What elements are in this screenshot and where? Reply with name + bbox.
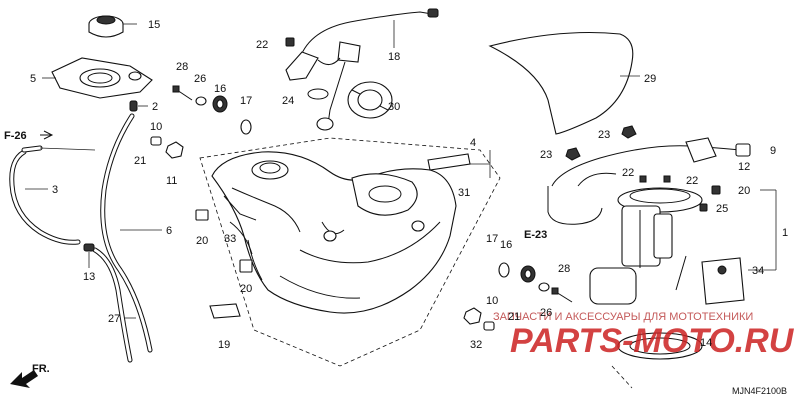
clip-part [129, 100, 148, 112]
callout-26a: 26 [194, 73, 206, 85]
drain-hose-27 [83, 243, 133, 363]
clip-20a-part [195, 209, 209, 221]
callout-11: 11 [166, 175, 177, 187]
clip-20b-part [239, 259, 253, 273]
callout-23b: 23 [540, 149, 552, 161]
callout-32: 32 [470, 339, 482, 351]
callout-26b: 26 [540, 307, 552, 319]
watermark-logo: PARTS-MOTO.RU [510, 322, 795, 360]
callout-20a: 20 [196, 235, 208, 247]
bolt-28b-part [551, 287, 573, 303]
callout-28b: 28 [558, 263, 570, 275]
callout-13: 13 [83, 271, 95, 283]
nut-32-part [463, 307, 482, 325]
diagram-code: MJN4F2100B [732, 386, 787, 396]
callout-16b: 16 [500, 239, 512, 251]
collar-17-part [240, 119, 252, 135]
fuel-pump-part [547, 172, 703, 305]
set-plate-30-part [347, 81, 393, 119]
callout-18: 18 [388, 51, 400, 63]
washer-26b-part [538, 282, 550, 292]
caution-label-31 [427, 153, 471, 171]
pump-harness-9 [551, 137, 751, 187]
nut-11-part [165, 141, 184, 159]
bolt-28-part [172, 85, 193, 101]
breather-hose-6 [100, 113, 153, 353]
gasket-ring-14 [617, 332, 703, 360]
callout-21b: 21 [508, 311, 520, 323]
callout-17a: 17 [240, 95, 252, 107]
watermark: ЗАПЧАСТИ И АКСЕССУАРЫ ДЛЯ МОТОТЕХНИКИ PA… [493, 311, 795, 360]
callout-15: 15 [148, 19, 160, 31]
callout-34: 34 [752, 265, 764, 277]
cushion-19-part [209, 303, 241, 319]
callout-12: 12 [738, 161, 750, 173]
nut-22b-part [639, 175, 671, 183]
callout-29: 29 [644, 73, 656, 85]
callout-33: 33 [224, 233, 236, 245]
bolt-10-part [150, 136, 162, 146]
callout-4: 4 [470, 137, 476, 149]
front-direction-arrow: FR. [10, 363, 50, 388]
callout-10b: 10 [486, 295, 498, 307]
fr-label: FR. [32, 363, 50, 375]
grommet-16b-part [520, 265, 536, 283]
grommet-16-part [212, 95, 228, 113]
callout-20b: 20 [240, 283, 252, 295]
callout-22b: 22 [622, 167, 634, 179]
fuel-level-sensor-18 [285, 8, 439, 131]
callout-21a: 21 [134, 155, 146, 167]
callout-17b: 17 [486, 233, 498, 245]
fuel-cap-part [88, 15, 137, 38]
breather-hose-3 [9, 145, 96, 245]
rubber-strip-33 [229, 221, 253, 255]
callout-20c: 20 [738, 185, 750, 197]
callout-1: 1 [782, 227, 788, 239]
callout-5: 5 [30, 73, 36, 85]
nut-20c-part [711, 185, 721, 195]
level-sensor-34 [675, 255, 745, 305]
ref-f26-arrow [40, 130, 54, 140]
callout-22c: 22 [686, 175, 698, 187]
nut-23b-part [565, 147, 581, 161]
ring-dash [611, 365, 633, 389]
collar-17b-part [498, 262, 510, 278]
nut-23a-part [621, 125, 637, 139]
bolt-25-part [699, 203, 708, 212]
callout-28a: 28 [176, 61, 188, 73]
callout-3: 3 [52, 184, 58, 196]
callout-10a: 10 [150, 121, 162, 133]
callout-24: 24 [282, 95, 294, 107]
callout-2: 2 [152, 101, 158, 113]
callout-22a: 22 [256, 39, 268, 51]
callout-30: 30 [388, 101, 400, 113]
callout-25: 25 [716, 203, 728, 215]
fuel-tank-part [211, 151, 457, 314]
bolt-10b-part [483, 321, 495, 331]
callout-19: 19 [218, 339, 230, 351]
callout-31: 31 [458, 187, 470, 199]
callout-27: 27 [108, 313, 120, 325]
filler-seat-part [42, 57, 153, 99]
tank-cover-29 [488, 31, 640, 135]
callout-9: 9 [770, 145, 776, 157]
callout-14: 14 [700, 337, 712, 349]
callout-6: 6 [166, 225, 172, 237]
ref-f26: F-26 [4, 130, 27, 142]
ref-e23: E-23 [524, 229, 547, 241]
callout-23a: 23 [598, 129, 610, 141]
tank-group-frame [199, 137, 501, 367]
callout-16a: 16 [214, 83, 226, 95]
watermark-text: ЗАПЧАСТИ И АКСЕССУАРЫ ДЛЯ МОТОТЕХНИКИ [493, 311, 753, 323]
bolt-22-part [285, 37, 295, 47]
washer-26-part [195, 96, 207, 106]
oring-24-part [307, 88, 329, 100]
